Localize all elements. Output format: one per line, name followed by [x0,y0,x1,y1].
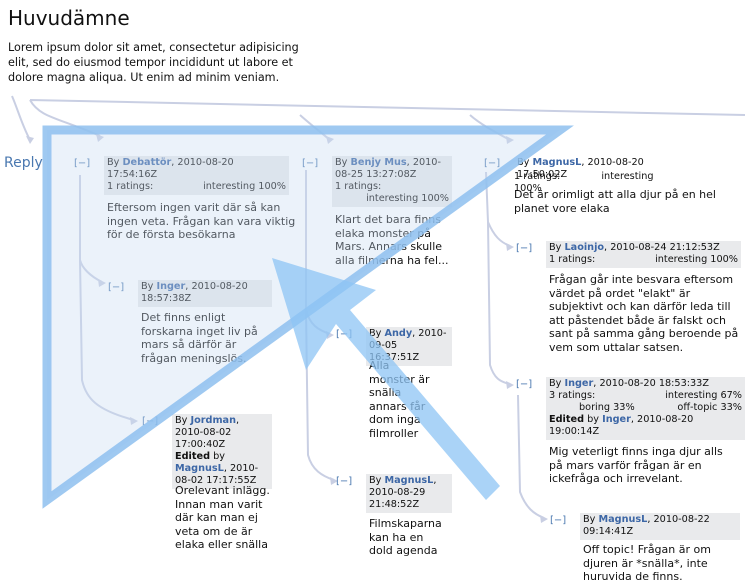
rating-interesting: interesting 100% [655,254,738,265]
comment-meta: By Benjy Mus, 2010-08-25 13:27:08Z 1 rat… [332,156,452,207]
rating-interesting: interesting 100% [366,193,449,204]
comment-meta: By Inger, 2010-08-20 18:57:38Z [138,280,272,307]
author-link[interactable]: MagnusL [532,157,582,168]
by-label: By [549,242,562,253]
author-link[interactable]: Benjy Mus [350,157,407,168]
edited-timestamp: , 2010-08-20 19:00:14Z [549,414,694,437]
connector-top-bar [29,99,745,137]
collapse-toggle[interactable]: [−] [108,282,125,293]
by-label: By [517,157,530,168]
author-link[interactable]: Jordman [190,415,236,426]
by-label: By [549,378,562,389]
comment-text: Det finns enligt forskarna inget liv på … [141,311,258,365]
rating-interesting: interesting 67% [665,390,742,401]
comment-text: Orelevant inlägg. Innan man varit där ka… [175,484,270,551]
by-label: By [369,328,382,339]
author-link[interactable]: Andy [384,328,413,339]
by-label: By [335,157,348,168]
collapse-toggle[interactable]: [−] [336,476,353,487]
ratings-row: interesting 100% [335,193,449,205]
connector-c2-c2a [305,170,331,335]
ratings-count: 3 ratings: [549,390,596,401]
timestamp: , 2010-08-24 21:12:53Z [604,242,720,253]
connector-to-c3 [469,114,511,141]
by-label: By [141,281,154,292]
comment-meta: By MagnusL, 2010-08-22 09:14:41Z [580,513,740,540]
comment-text: Filmskaparna kan ha en dold agenda [369,517,442,557]
author-link[interactable]: Debattör [122,157,172,168]
editor-link[interactable]: Inger [602,414,631,425]
collapse-toggle[interactable]: [−] [74,158,91,169]
by-label: By [107,157,120,168]
rating-offtopic: off-topic 33% [677,402,742,413]
edited-info: Edited by Inger, 2010-08-20 19:00:14Z [549,414,742,438]
comment-text: Off topic! Frågan är om djuren är *snäll… [583,543,711,583]
comment-text: Det är orimligt att alla djur på en hel … [514,188,716,215]
author-link[interactable]: MagnusL [384,475,434,486]
comment-meta: By Debattör, 2010-08-20 17:54:16Z 1 rati… [104,156,289,195]
edited-info: Edited by MagnusL, 2010-08-02 17:17:55Z [175,451,269,487]
collapse-toggle[interactable]: [−] [142,416,159,427]
connector-intro-c1 [11,95,31,141]
by-label: By [583,514,596,525]
collapse-toggle[interactable]: [−] [550,515,567,526]
editor-link[interactable]: MagnusL [175,463,224,474]
connector-to-c2 [299,114,331,141]
ratings-count: 1 ratings: [514,171,561,182]
topic-description: Lorem ipsum dolor sit amet, consectetur … [8,41,299,84]
collapse-toggle[interactable]: [−] [516,243,533,254]
connector-c1-c1a [79,175,103,283]
ratings-count: 1 ratings: [335,181,382,192]
comment-text: Mig veterligt finns inga djur alls på ma… [549,445,723,485]
ratings-row: 1 ratings: interesting 100% [549,254,738,266]
by-label: By [175,415,188,426]
collapse-toggle[interactable]: [−] [302,158,319,169]
collapse-toggle[interactable]: [−] [336,329,353,340]
comment-text: Frågan går inte besvara eftersom värdet … [549,273,739,354]
comment-text: Alla monster är snälla annars får dom in… [369,359,430,440]
page-title: Huvudämne [8,6,130,30]
ratings-row: 1 ratings: interesting 100% [107,181,286,193]
edited-by-label: by [587,414,599,425]
edited-label: Edited [549,414,585,425]
author-link[interactable]: Inger [156,281,186,292]
comment-meta: By Laoinjo, 2010-08-24 21:12:53Z 1 ratin… [546,241,741,268]
comment-meta: By Jordman, 2010-08-02 17:00:40Z Edited … [172,414,272,489]
comment-meta: By MagnusL, 2010-08-29 21:48:52Z [366,474,452,513]
comment-text: Eftersom ingen varit där så kan ingen ve… [107,201,296,241]
ratings-count: 1 ratings: [549,254,596,265]
timestamp: , 2010-08-22 09:14:41Z [583,514,710,537]
ratings-count: 1 ratings: [107,181,154,192]
author-link[interactable]: Inger [564,378,594,389]
by-label: By [369,475,382,486]
edited-by-label: by [213,451,225,462]
rating-interesting: interesting 100% [203,181,286,192]
connector-c3b-c3c [517,394,545,519]
reply-link[interactable]: Reply [4,155,43,171]
edited-label: Edited [175,451,211,462]
rating-boring: boring 33% [579,402,635,413]
author-link[interactable]: MagnusL [598,514,648,525]
ratings-row: 3 ratings: interesting 67% [549,390,742,402]
collapse-toggle[interactable]: [−] [516,379,533,390]
timestamp: , 2010-08-20 18:53:33Z [593,378,709,389]
comment-text: Klart det bara finns elaka monster på Ma… [335,213,449,267]
ratings-row-2: boring 33% off-topic 33% [549,402,742,414]
author-link[interactable]: Laoinjo [564,242,605,253]
comment-meta: By Inger, 2010-08-20 18:53:33Z 3 ratings… [546,377,745,440]
collapse-toggle[interactable]: [−] [484,158,501,169]
connector-c1-c1b [79,259,135,421]
